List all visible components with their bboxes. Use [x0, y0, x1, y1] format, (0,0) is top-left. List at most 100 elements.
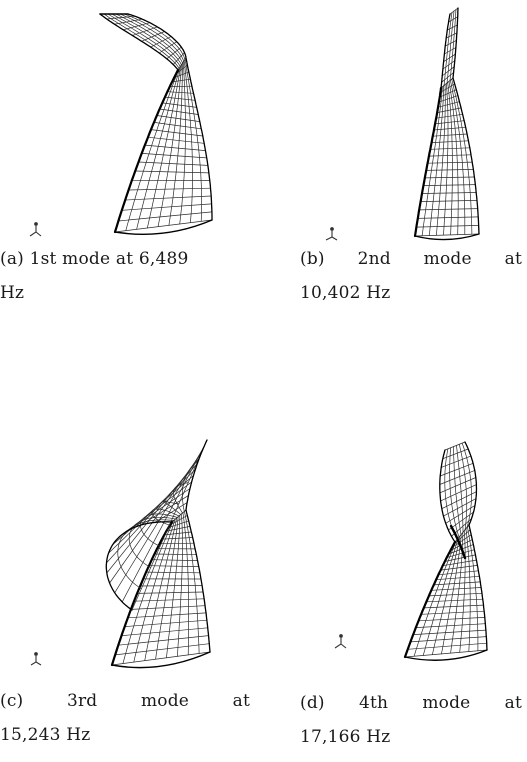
caption-d-line2: 17,166 Hz [300, 727, 391, 747]
mode-b-tip-transverse-line [443, 53, 456, 63]
mode-d-tip-transverse-line [440, 455, 472, 468]
mode-c-body-transverse-line [127, 612, 207, 619]
mode-a-body-transverse-line [159, 108, 199, 115]
mode-b-body-transverse-line [416, 225, 480, 228]
mode-b-tip-transverse-line [441, 66, 455, 77]
mode-a-body-transverse-line [161, 102, 198, 108]
mode-b-body-transverse-line [427, 161, 473, 164]
mode-c-body-transverse-line [145, 571, 201, 574]
mode-a-body-transverse-line [167, 91, 194, 94]
mode-a-body-transverse-line [124, 195, 212, 201]
mode-a-tip-edge [99, 13, 179, 71]
mode-c-body-transverse-line [124, 619, 208, 627]
mode-c-body-transverse-line [133, 598, 205, 602]
mode-d-tip-edge [464, 441, 478, 526]
mode-d-tip-transverse-line [439, 477, 477, 494]
mode-c-body-transverse-line [163, 531, 192, 536]
mode-c-bulge-transverse-line [121, 443, 206, 603]
caption-a-line2: Hz [0, 283, 25, 303]
mode-c-body-transverse-line [148, 565, 200, 567]
mode-a-tip-transverse-line [141, 31, 165, 42]
mode-c-body-edge [185, 509, 211, 653]
mode-b-body-transverse-line [418, 208, 478, 211]
mode-d-body-transverse-line [442, 559, 477, 567]
mode-a-body-transverse-line [173, 71, 190, 78]
mode-a-body-transverse-line [138, 161, 209, 166]
mode-b-body-transverse-line [429, 147, 471, 150]
mode-d-body-edge [468, 524, 488, 651]
axis-triad-d-icon [334, 634, 347, 649]
mode-a-body-transverse-line [156, 115, 201, 122]
mode-a-body-transverse-line [147, 136, 205, 144]
mode-a-body-transverse-line [118, 211, 213, 222]
mode-b-body-transverse-line [432, 133, 468, 137]
mode-a-tip-transverse-line [132, 26, 158, 36]
mode-a-body-transverse-line [150, 129, 204, 137]
axis-triad-c-icon [30, 652, 42, 666]
mode-b-body-transverse-line [438, 95, 459, 103]
mode-b-body-transverse-line [439, 89, 457, 98]
mode-a-tip-transverse-line [158, 41, 178, 54]
mode-a-body-transverse-line [121, 203, 212, 211]
caption-c-line2: 15,243 Hz [0, 725, 91, 745]
caption-c-line1: (c) 3rd mode at [0, 691, 250, 711]
mode-b-body-transverse-line [435, 113, 463, 119]
mode-b-body-edge [413, 86, 443, 238]
mode-c-body-transverse-line [130, 605, 206, 610]
mode-a-body-transverse-line [153, 122, 202, 130]
mode-d-body-transverse-line [453, 529, 471, 545]
mode-shape-c [105, 439, 211, 669]
mode-b-body-transverse-line [440, 83, 455, 93]
mode-c-body-transverse-line [136, 591, 204, 594]
mode-b-body-transverse-line [425, 169, 474, 171]
mode-b-body-transverse-line [417, 216, 479, 219]
mode-a-tip-transverse-line [166, 46, 182, 60]
mode-b-body-transverse-line [436, 107, 462, 113]
mode-b-tip-transverse-line [449, 7, 459, 15]
mode-d-body-transverse-line [412, 629, 487, 635]
mode-d-body-transverse-line [420, 610, 485, 615]
mode-a-body-transverse-line [134, 170, 210, 174]
mode-b-body-transverse-line [423, 184, 476, 186]
mode-d-body-transverse-line [435, 575, 480, 581]
mode-shape-d [403, 441, 488, 661]
mode-a-tip-transverse-line [150, 36, 172, 48]
mode-b-body-transverse-line [428, 154, 472, 157]
mode-d-body-transverse-line [430, 587, 482, 591]
mode-d-body-transverse-line [440, 565, 478, 571]
mode-b-tip-transverse-line [444, 47, 457, 55]
mode-b-tip-transverse-line [442, 60, 456, 70]
mode-shape-b [413, 7, 480, 241]
mode-c-body-transverse-line [121, 627, 209, 637]
mode-b-tip-edge [452, 7, 459, 79]
caption-c: (c) 3rd mode at 15,243 Hz [0, 684, 250, 752]
mode-d-body-transverse-line [404, 649, 488, 658]
mode-c-bulge-edge [105, 521, 173, 611]
mode-a-tip-transverse-line [122, 22, 151, 31]
mode-d-body-transverse-line [418, 617, 486, 622]
mode-d-body-transverse-line [423, 604, 484, 609]
mode-b-body-transverse-line [421, 192, 477, 194]
mode-a-body-transverse-line [144, 144, 206, 151]
mode-c-bulge-transverse-line [154, 502, 188, 523]
mode-a-tip-transverse-line [172, 52, 185, 65]
panel-c [0, 430, 260, 680]
caption-b: (b) 2nd mode at 10,402 Hz [300, 242, 522, 310]
mode-c-body-transverse-line [154, 553, 197, 556]
mode-c-body-transverse-line [139, 585, 203, 587]
caption-d: (d) 4th mode at 17,166 Hz [300, 686, 522, 754]
mode-b-body-transverse-line [424, 176, 475, 179]
mode-d-body-edge [403, 540, 457, 659]
mode-d-body-transverse-line [425, 598, 484, 603]
mode-d-body-transverse-line [446, 549, 475, 558]
mode-a-body-edge [113, 68, 180, 234]
mode-d-tip-transverse-line [439, 470, 476, 485]
mode-shape-a [99, 13, 213, 235]
mode-a-tip-transverse-line [177, 57, 187, 71]
mode-d-root-edge [404, 649, 488, 661]
mode-b-tip-transverse-line [446, 24, 458, 31]
caption-b-line2: 10,402 Hz [300, 283, 391, 303]
mode-b-body-transverse-line [431, 140, 469, 143]
mode-a-tip-edge [127, 13, 187, 59]
mode-d-body-transverse-line [415, 623, 486, 628]
